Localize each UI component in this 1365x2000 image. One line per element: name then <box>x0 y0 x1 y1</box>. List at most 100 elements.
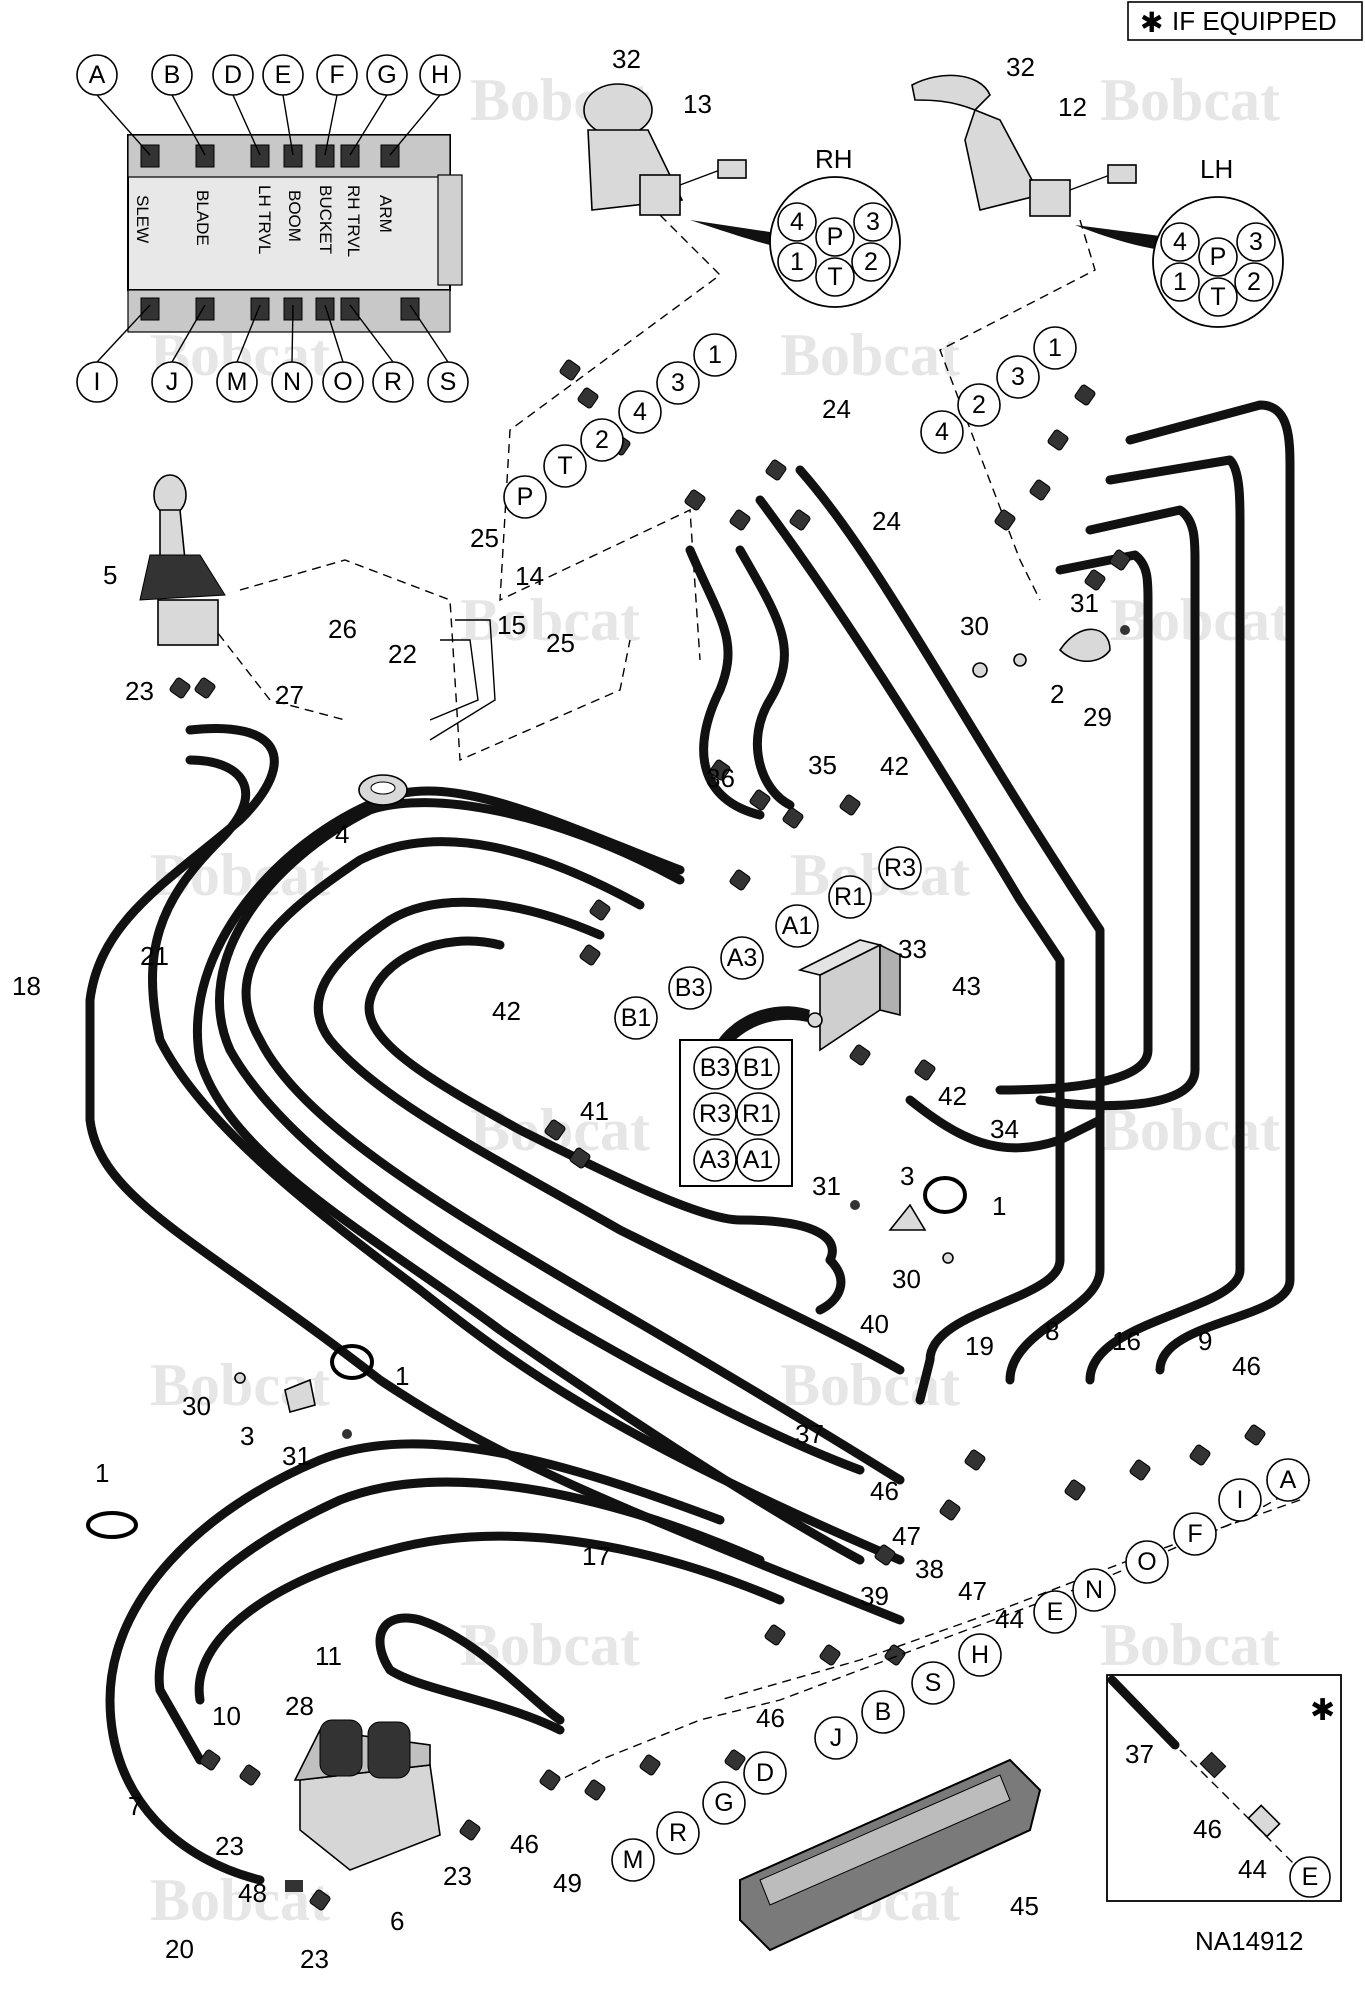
lh-joystick-wire <box>1069 174 1111 191</box>
hose-10 <box>194 1531 785 1705</box>
port-leader <box>96 94 151 156</box>
callout-12: 12 <box>1058 92 1087 122</box>
hose-fitting <box>1189 1444 1211 1466</box>
hose-fitting <box>1064 1479 1086 1501</box>
callout-47: 47 <box>892 1521 921 1551</box>
hose-fitting <box>819 1644 841 1666</box>
lh-hose-port-label: 1 <box>1048 334 1062 362</box>
valve-port-fitting <box>315 144 335 168</box>
joystick-port: 3 <box>853 202 893 242</box>
block-grid-port-label: A1 <box>743 1146 774 1174</box>
block-port: A1 <box>775 904 819 948</box>
hose-fitting <box>709 759 731 781</box>
valve-bottom-port-circle <box>216 361 258 403</box>
lh-label: LH <box>1200 154 1233 184</box>
hose-fitting <box>639 1754 661 1776</box>
callout-32: 32 <box>612 44 641 74</box>
hose-fitting <box>749 789 771 811</box>
block-port-label: A3 <box>727 944 758 972</box>
nut-31 <box>1120 625 1130 635</box>
valve-bottom-port-label: I <box>94 368 101 396</box>
joystick-port-circle <box>777 202 817 242</box>
callout-24: 24 <box>872 506 901 536</box>
valve-port-fitting <box>140 297 160 321</box>
section-slew: SLEW <box>133 195 152 243</box>
nut-31 <box>850 1200 860 1210</box>
callout-30: 30 <box>892 1264 921 1294</box>
main-valve-port: N <box>1072 1568 1116 1612</box>
block-grid-port: B3 <box>693 1046 737 1090</box>
valve-top-port-circle <box>76 54 118 96</box>
block-grid-port-circle <box>736 1138 780 1182</box>
section-bucket: BUCKET <box>316 185 335 254</box>
pedal-right <box>367 1721 411 1779</box>
valve-top-port: H <box>419 54 461 96</box>
valve-bottom-port: R <box>372 361 414 403</box>
block-port-circle <box>668 966 712 1010</box>
grommet-hole <box>370 781 396 795</box>
note-frame <box>1127 1 1363 41</box>
main-valve-top <box>759 1774 1011 1906</box>
section-boom: BOOM <box>285 190 304 242</box>
main-valve-port-circle <box>1125 1540 1169 1584</box>
main-valve-port-label: M <box>623 1846 644 1874</box>
joystick-port: 4 <box>1160 222 1200 262</box>
hose-fitting <box>729 869 751 891</box>
joystick-port-circle <box>1160 222 1200 262</box>
valve-top-port-label: A <box>89 61 106 89</box>
joystick-port-circle <box>815 217 855 257</box>
callout-23: 23 <box>300 1944 329 1974</box>
callout-46: 46 <box>1232 1351 1261 1381</box>
callout-46: 46 <box>1193 1814 1222 1844</box>
fitting-48 <box>285 1880 303 1892</box>
block-grid-port: R3 <box>693 1092 737 1136</box>
hose-fitting <box>309 1889 331 1911</box>
pedal-left <box>319 1719 363 1777</box>
block-port-label: B3 <box>675 974 706 1002</box>
aux-joystick-boot <box>139 554 226 601</box>
joystick-port-label: P <box>1210 243 1227 271</box>
hose-fitting <box>1129 1459 1151 1481</box>
block-port-label: R3 <box>884 854 916 882</box>
callout-25: 25 <box>546 628 575 658</box>
callout-23: 23 <box>443 1861 472 1891</box>
block-grid-port-label: B1 <box>743 1054 774 1082</box>
valve-top-port-label: D <box>224 61 242 89</box>
main-valve-port: O <box>1125 1540 1169 1584</box>
joystick-port: T <box>815 257 855 297</box>
valve-top-port: F <box>316 54 358 96</box>
hose-36 <box>685 545 765 820</box>
rh-hose-port-circle <box>693 333 737 377</box>
callout-7: 7 <box>128 1791 142 1821</box>
rh-hose-port-label: 3 <box>671 369 685 397</box>
hoses <box>85 400 1295 1885</box>
inset-fitting-46 <box>1199 1751 1227 1779</box>
lh-hose-port: 1 <box>1033 326 1077 370</box>
valve-bottom-port-circle <box>271 361 313 403</box>
hose-fitting <box>584 1779 606 1801</box>
joystick-port: 1 <box>777 242 817 282</box>
valve-bottom-port-label: S <box>440 368 457 396</box>
callout-42: 42 <box>938 1081 967 1111</box>
hose-fitting <box>539 1769 561 1791</box>
main-valve-port-label: S <box>925 1669 942 1697</box>
rh-hose-port: 3 <box>656 361 700 405</box>
main-valve-port-circle <box>1266 1458 1310 1502</box>
valve-top-port-circle <box>262 54 304 96</box>
hose-fitting <box>1084 569 1106 591</box>
hose-35 <box>735 545 795 810</box>
lh-joystick <box>911 74 1137 217</box>
valve-port-fitting <box>315 297 335 321</box>
main-valve-port: E <box>1033 1590 1077 1634</box>
joystick-port-label: P <box>827 223 844 251</box>
main-control-valve <box>739 1758 1042 1952</box>
block-port-leader <box>718 1006 810 1045</box>
callout-22: 22 <box>388 639 417 669</box>
valve-bottom-port: S <box>427 361 469 403</box>
valve-bottom-port-circle <box>151 361 193 403</box>
clamp-1 <box>330 1344 374 1380</box>
